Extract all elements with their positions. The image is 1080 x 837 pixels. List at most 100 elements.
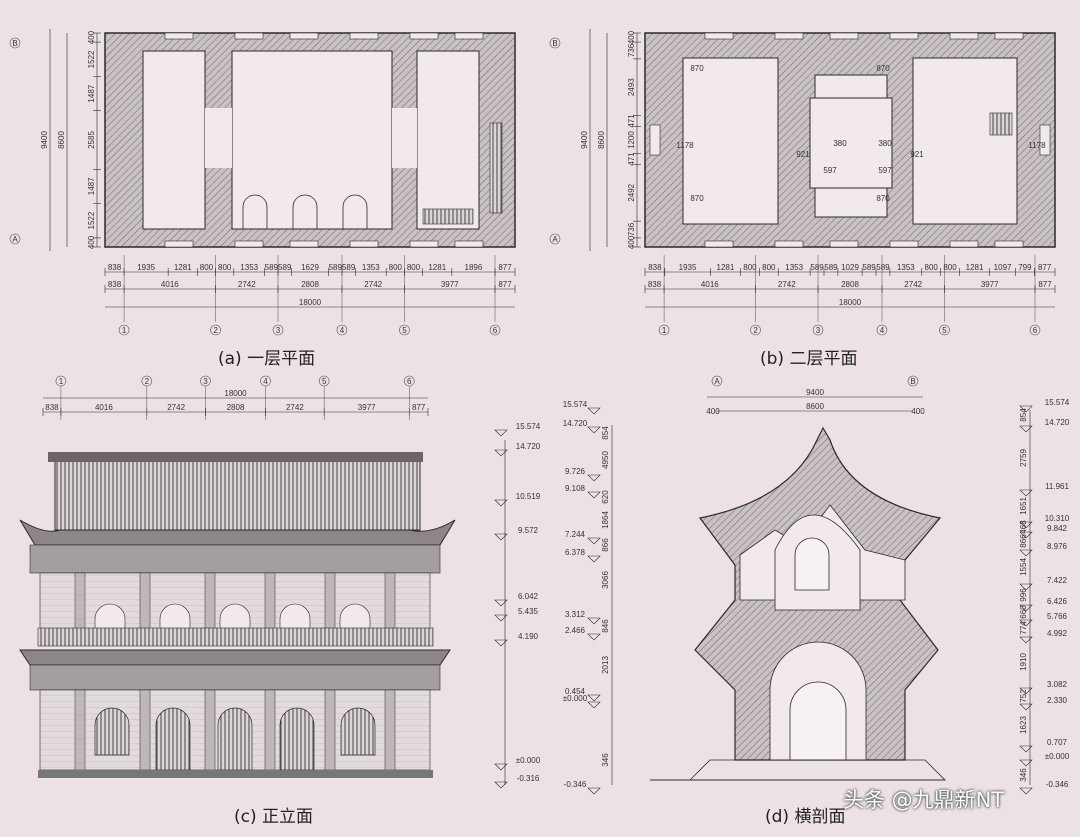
axis-bubble: [658, 324, 670, 336]
axis-label: 5: [942, 326, 947, 335]
plinth: [38, 770, 433, 778]
level-marker: [587, 787, 601, 795]
side-window: [1039, 124, 1051, 156]
room: [809, 97, 893, 189]
dimension-text: 1353: [240, 263, 258, 272]
axis-label: 6: [493, 326, 498, 335]
dimension-text: 9400: [580, 131, 589, 149]
room-dimension: 1178: [676, 141, 694, 150]
room-dimension: 380: [833, 139, 847, 148]
dimension-text: 800: [925, 263, 939, 272]
column: [324, 572, 336, 632]
level-text: 6.042: [518, 592, 539, 601]
level-marker: [587, 633, 601, 641]
level-marker: [494, 533, 508, 541]
column: [74, 689, 86, 771]
column: [264, 572, 276, 632]
room-dimension: 597: [878, 166, 892, 175]
dimension-total: 18000: [224, 389, 247, 398]
level-text: 0.707: [1047, 738, 1068, 747]
level-marker: [494, 449, 508, 457]
level-marker: [587, 537, 601, 545]
room: [416, 50, 480, 230]
level-marker: [494, 639, 508, 647]
level-marker: [1019, 703, 1033, 711]
level-marker: [1019, 759, 1033, 767]
level-text: 6.378: [565, 548, 586, 557]
level-text: 15.574: [1045, 398, 1070, 407]
axis-label: 1: [122, 326, 127, 335]
dimension-text: 854: [1019, 408, 1028, 422]
dimension-text: 4950: [601, 451, 610, 469]
window-opening: [454, 32, 484, 40]
dimension-text: 1623: [1019, 716, 1028, 734]
window-opening: [234, 240, 264, 248]
axis-label: B: [552, 39, 557, 48]
axis-bubble: [1029, 324, 1041, 336]
axis-label: 1: [662, 326, 667, 335]
level-text: 3.312: [565, 610, 586, 619]
level-text: 14.720: [1045, 418, 1070, 427]
window-opening: [234, 32, 264, 40]
axis-bubble: [55, 375, 67, 387]
level-text: 15.574: [563, 400, 588, 409]
window-opening: [774, 240, 804, 248]
level-marker: [587, 407, 601, 415]
dimension-text: 589: [329, 263, 343, 272]
room-dimension: 870: [690, 194, 704, 203]
room-dimension: 870: [876, 64, 890, 73]
arched-window: [339, 603, 371, 631]
dimension-text: 838: [108, 280, 122, 289]
dimension-text: 4016: [95, 403, 113, 412]
dimension-text: 4016: [161, 280, 179, 289]
window-opening: [704, 240, 734, 248]
level-marker: [494, 499, 508, 507]
level-marker: [587, 491, 601, 499]
dimension-text: 2742: [778, 280, 796, 289]
axis-bubble: [907, 375, 919, 387]
axis-bubble: [336, 324, 348, 336]
axis-bubble: [141, 375, 153, 387]
axis-bubble: [750, 324, 761, 336]
dimension-text: 800: [407, 263, 421, 272]
axis-label: B: [910, 377, 915, 386]
dimension-text: 799: [1018, 263, 1032, 272]
axis-bubble: [260, 375, 271, 387]
level-marker: [1019, 583, 1033, 591]
dimension-text: 3977: [441, 280, 459, 289]
arched-window: [279, 603, 311, 631]
level-text: 14.720: [516, 442, 541, 451]
axis-bubble: [9, 37, 21, 49]
dimension-text: 866: [601, 538, 610, 552]
base-steps: [689, 759, 946, 781]
level-marker: [1019, 604, 1033, 612]
dimension-text: 400: [87, 235, 96, 249]
arched-door: [279, 707, 315, 771]
window-opening: [949, 240, 979, 248]
level-text: 3.082: [1047, 680, 1068, 689]
door-swing: [242, 194, 268, 229]
dimension-text: 1522: [87, 50, 96, 68]
dimension-text: 471: [627, 114, 636, 128]
dimension-text: 2808: [227, 403, 245, 412]
window-opening: [409, 240, 439, 248]
axis-bubble: [118, 324, 130, 336]
level-marker: [587, 694, 601, 702]
dimension-text: 400: [87, 30, 96, 44]
axis-label: 2: [145, 377, 150, 386]
dimension-text: 8600: [806, 402, 824, 411]
window-opening: [889, 32, 919, 40]
dimension-text: 2493: [627, 78, 636, 96]
dimension-text: 846: [601, 619, 610, 633]
dimension-text: 1896: [465, 263, 483, 272]
stair: [422, 208, 474, 225]
level-marker: [587, 474, 601, 482]
dimension-text: 660: [1019, 605, 1028, 619]
dimension-text: 589: [824, 263, 838, 272]
dimension-text: 1487: [87, 84, 96, 102]
axis-bubble: [210, 324, 221, 336]
room-dimension: 870: [690, 64, 704, 73]
column: [264, 689, 276, 771]
level-text: ±0.000: [516, 756, 541, 765]
dimension-text: 838: [45, 403, 59, 412]
